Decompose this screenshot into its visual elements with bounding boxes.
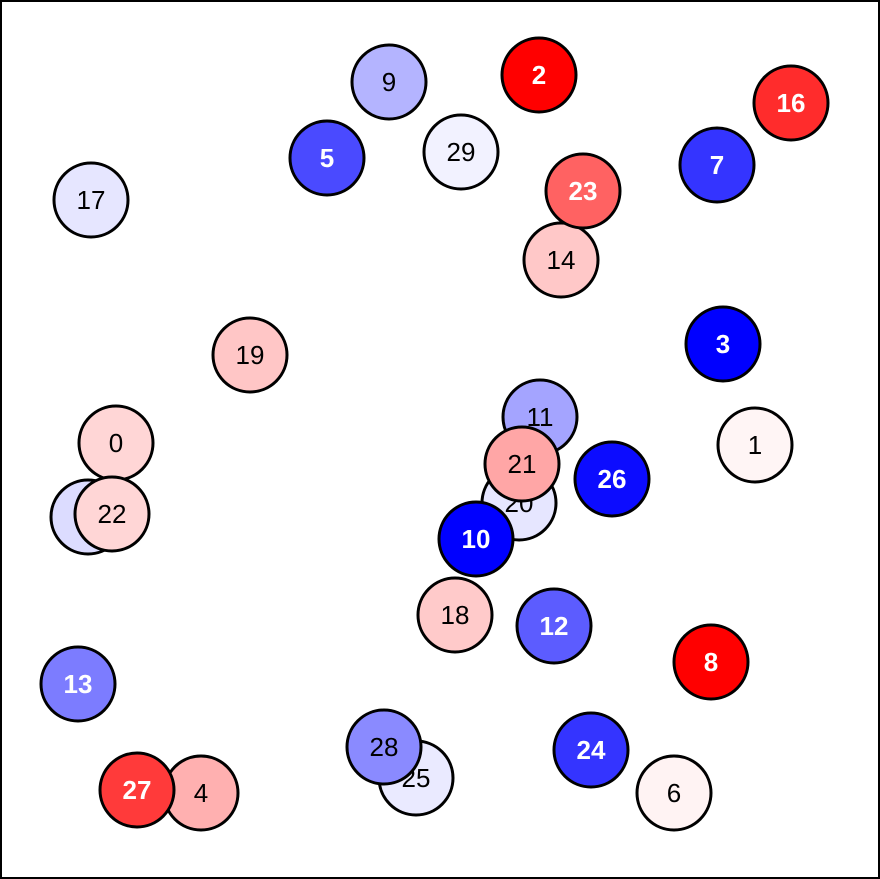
node-circle <box>345 708 423 786</box>
node-10: 10 <box>437 500 515 578</box>
node-label: 28 <box>370 732 399 762</box>
nodes-layer: 0123567891112131415161719202122232426252… <box>39 36 830 832</box>
node-9: 9 <box>350 43 428 121</box>
node-12: 12 <box>515 587 593 665</box>
node-label: 1 <box>748 430 762 460</box>
node-label: 16 <box>777 88 806 118</box>
node-label: 9 <box>382 67 396 97</box>
node-circle <box>552 711 630 789</box>
node-label: 5 <box>320 143 334 173</box>
node-circle <box>437 500 515 578</box>
node-circle <box>672 623 750 701</box>
node-label: 0 <box>109 428 123 458</box>
node-13: 13 <box>39 645 117 723</box>
node-17: 17 <box>52 161 130 239</box>
node-label: 3 <box>716 329 730 359</box>
node-24: 24 <box>552 711 630 789</box>
node-label: 8 <box>704 647 718 677</box>
node-label: 10 <box>462 524 491 554</box>
node-circle <box>752 64 830 142</box>
node-circle <box>573 440 651 518</box>
node-label: 7 <box>710 150 724 180</box>
node-label: 23 <box>569 176 598 206</box>
node-circle <box>544 152 622 230</box>
node-2: 2 <box>500 36 578 114</box>
node-label: 29 <box>447 137 476 167</box>
node-circle <box>500 36 578 114</box>
node-circle <box>422 113 500 191</box>
node-label: 22 <box>98 499 127 529</box>
node-circle <box>416 576 494 654</box>
node-label: 27 <box>123 775 152 805</box>
node-6: 6 <box>635 754 713 832</box>
node-circle <box>39 645 117 723</box>
node-14: 14 <box>522 221 600 299</box>
node-18: 18 <box>416 576 494 654</box>
node-label: 14 <box>547 245 576 275</box>
node-5: 5 <box>288 119 366 197</box>
node-29: 29 <box>422 113 500 191</box>
node-23: 23 <box>544 152 622 230</box>
node-label: 21 <box>508 449 537 479</box>
node-circle <box>98 751 176 829</box>
node-circle <box>73 475 151 553</box>
node-label: 17 <box>77 185 106 215</box>
node-circle <box>678 126 756 204</box>
node-3: 3 <box>684 305 762 383</box>
node-circle <box>635 754 713 832</box>
node-circle <box>288 119 366 197</box>
node-circle <box>483 425 561 503</box>
node-label: 19 <box>236 340 265 370</box>
node-circle <box>684 305 762 383</box>
node-28: 28 <box>345 708 423 786</box>
node-27: 27 <box>98 751 176 829</box>
node-label: 13 <box>64 669 93 699</box>
node-label: 12 <box>540 611 569 641</box>
node-label: 6 <box>667 778 681 808</box>
node-19: 19 <box>211 316 289 394</box>
node-label: 2 <box>532 60 546 90</box>
node-circle <box>350 43 428 121</box>
node-circle <box>515 587 593 665</box>
node-label: 26 <box>598 464 627 494</box>
node-circle <box>716 406 794 484</box>
node-circle <box>211 316 289 394</box>
node-label: 24 <box>577 735 606 765</box>
node-16: 16 <box>752 64 830 142</box>
node-0: 0 <box>77 404 155 482</box>
node-1: 1 <box>716 406 794 484</box>
node-7: 7 <box>678 126 756 204</box>
node-8: 8 <box>672 623 750 701</box>
node-circle <box>52 161 130 239</box>
node-label: 4 <box>194 778 208 808</box>
node-26: 26 <box>573 440 651 518</box>
node-21: 21 <box>483 425 561 503</box>
node-4: 4 <box>162 754 240 832</box>
node-22: 22 <box>73 475 151 553</box>
node-circle <box>522 221 600 299</box>
node-label: 18 <box>441 600 470 630</box>
